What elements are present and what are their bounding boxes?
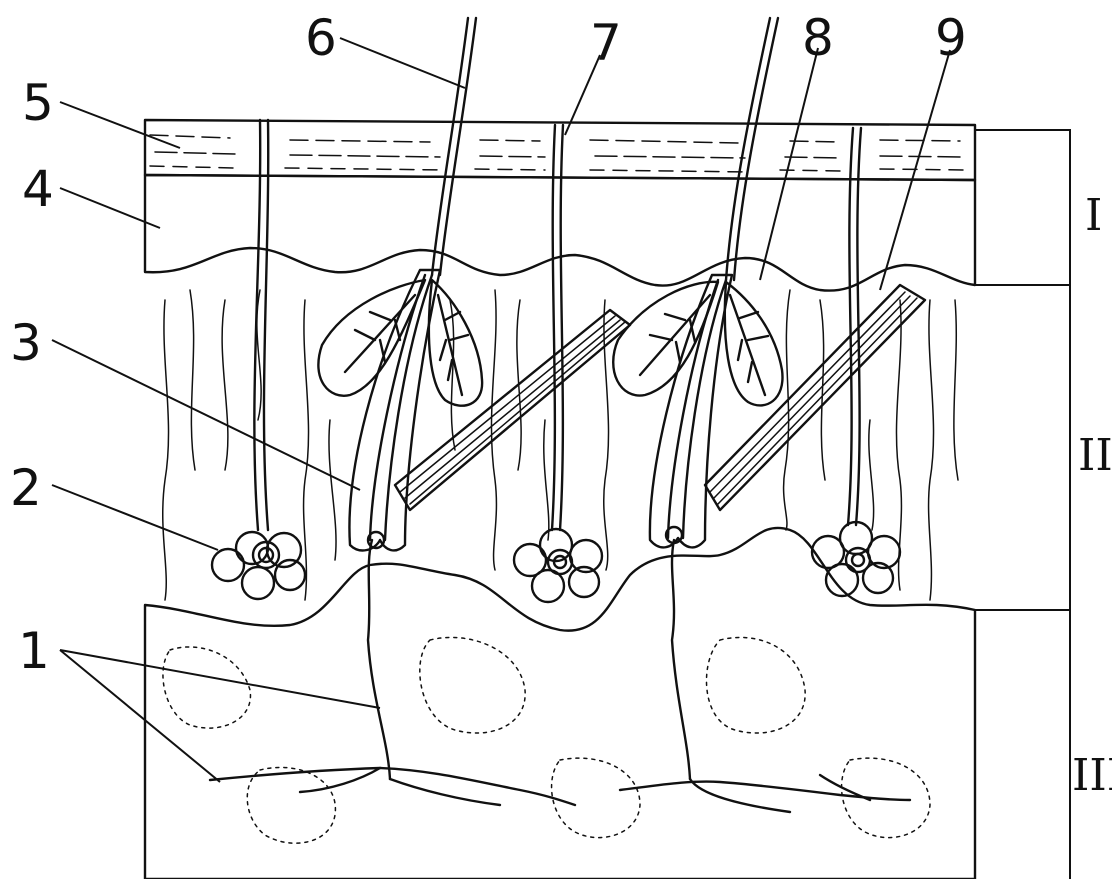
label-4: 4 bbox=[22, 160, 54, 218]
blood-vessels bbox=[210, 768, 910, 812]
layer-label-epidermis: I bbox=[1085, 190, 1102, 241]
layer-bracket bbox=[975, 130, 1070, 879]
label-3: 3 bbox=[10, 314, 42, 372]
label-2: 2 bbox=[10, 459, 42, 517]
label-6: 6 bbox=[305, 9, 337, 67]
label-5: 5 bbox=[22, 74, 54, 132]
sebaceous-gland bbox=[725, 282, 783, 405]
hypodermis-fat bbox=[145, 528, 975, 879]
label-7: 7 bbox=[590, 14, 622, 72]
hypodermis bbox=[145, 528, 975, 879]
label-9: 9 bbox=[935, 9, 967, 67]
label-1: 1 bbox=[18, 622, 50, 680]
arrector-pili-muscles bbox=[395, 285, 925, 510]
hair-follicle-right bbox=[613, 18, 782, 779]
layer-label-dermis: II bbox=[1078, 430, 1112, 481]
dermis bbox=[163, 290, 958, 600]
hair-follicle-left bbox=[318, 18, 482, 779]
layer-label-hypodermis: III bbox=[1072, 750, 1112, 801]
sebaceous-gland bbox=[429, 280, 482, 406]
label-8: 8 bbox=[802, 9, 834, 67]
